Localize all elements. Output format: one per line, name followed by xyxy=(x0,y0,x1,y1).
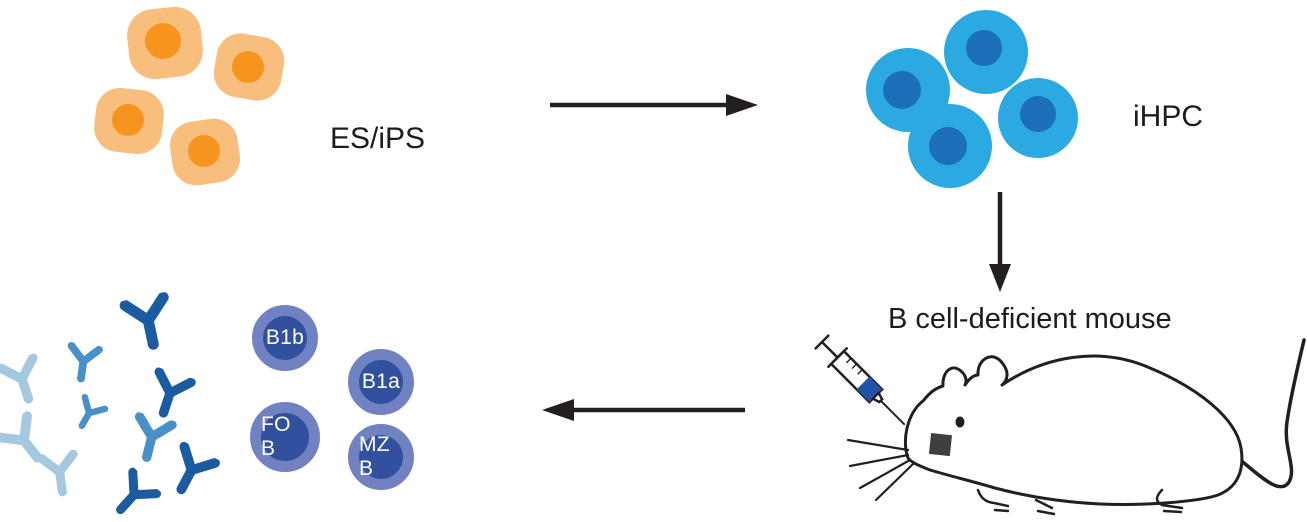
fo-b-label: FO B xyxy=(261,413,291,460)
antibody-icon xyxy=(116,467,162,515)
antibody-icon xyxy=(37,449,78,497)
mouse-body xyxy=(903,354,1244,507)
mouse-illustration xyxy=(814,334,1306,516)
mouse-paws xyxy=(976,488,1184,516)
es-ips-label: ES/iPS xyxy=(330,122,426,155)
mz-b-cell: MZ B xyxy=(348,424,414,490)
antibody-icon xyxy=(119,291,169,350)
antibody-icon xyxy=(78,393,109,429)
b1a-label: B1a xyxy=(361,370,401,393)
injection-patch-icon xyxy=(928,433,952,457)
antibody-icon xyxy=(134,412,177,462)
arrow-down-icon xyxy=(989,192,1011,292)
antibody-icon xyxy=(176,441,220,495)
mz-b-label: MZ B xyxy=(359,433,390,480)
antibody-icon xyxy=(0,411,43,463)
mouse-whiskers xyxy=(846,438,915,502)
mouse-tail xyxy=(1236,338,1306,489)
b1a-cell: B1a xyxy=(348,349,414,415)
mouse-eye xyxy=(955,416,965,428)
ihpc-cells xyxy=(866,10,1078,188)
b1b-cell: B1b xyxy=(252,305,318,371)
es-ips-cell-cluster-icon xyxy=(94,6,285,186)
fo-b-cell: FO B xyxy=(250,402,320,472)
arrow-right-icon xyxy=(550,94,758,116)
antibody-icon xyxy=(0,353,38,404)
arrow-left-icon xyxy=(542,399,745,421)
mouse-caption: B cell-deficient mouse xyxy=(888,303,1172,335)
antibody-icon xyxy=(154,367,196,418)
es-ips-cells xyxy=(94,6,285,186)
antibody-icon xyxy=(67,341,103,383)
syringe-icon xyxy=(814,334,906,426)
b1b-label: B1b xyxy=(265,326,305,349)
ihpc-label: iHPC xyxy=(1133,100,1204,133)
ihpc-cell-cluster-icon xyxy=(866,10,1078,188)
